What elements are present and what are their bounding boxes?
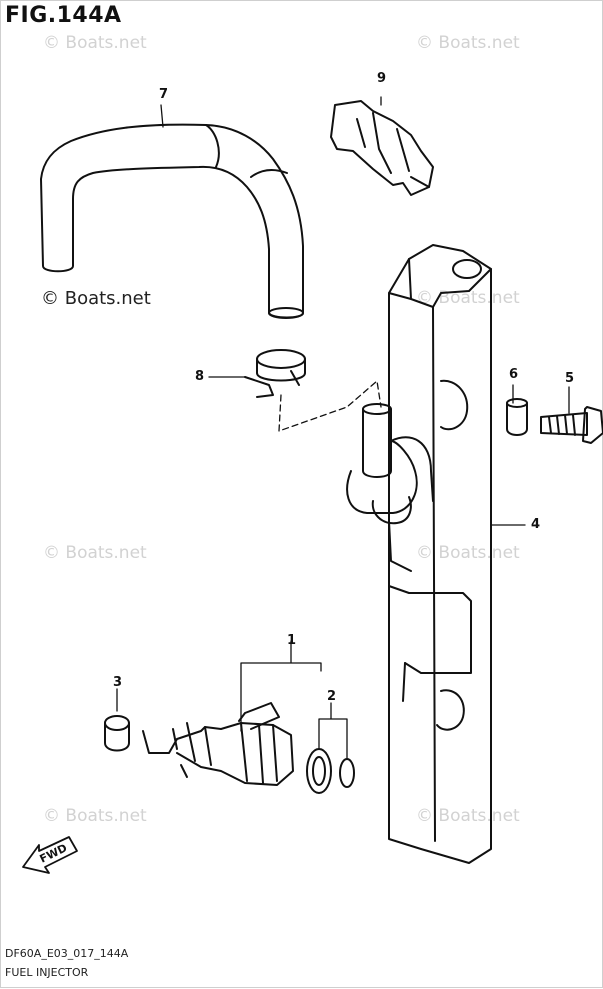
- watermark: © Boats.net: [416, 543, 520, 563]
- callout-4: 4: [531, 517, 541, 532]
- watermark: © Boats.net: [43, 33, 147, 53]
- watermark: © Boats.net: [416, 806, 520, 826]
- callout-9: 9: [377, 71, 387, 86]
- figure-title: FIG.144A: [5, 3, 122, 28]
- fwd-arrow-icon: [22, 836, 78, 874]
- callout-6: 6: [509, 367, 519, 382]
- watermark: © Boats.net: [43, 543, 147, 563]
- diagram-caption: FUEL INJECTOR: [5, 966, 89, 979]
- watermark: © Boats.net: [41, 288, 151, 309]
- clip-part-9: [330, 100, 434, 196]
- callout-3: 3: [113, 675, 123, 690]
- callout-7: 7: [159, 87, 169, 102]
- collar-part-6: [506, 398, 528, 436]
- injector-part-1: [142, 702, 294, 786]
- callout-5: 5: [565, 371, 575, 386]
- watermark: © Boats.net: [43, 806, 147, 826]
- fuel-rail-part-4: [388, 244, 492, 864]
- clamp-part-8: [244, 349, 306, 398]
- callout-8: 8: [195, 369, 205, 384]
- leader-lines: [116, 96, 570, 760]
- watermark: © Boats.net: [416, 33, 520, 53]
- hose-part-7: [40, 123, 304, 319]
- callout-1: 1: [287, 633, 297, 648]
- o-ring-part-2a: [306, 748, 332, 794]
- rail-nozzle: [346, 403, 434, 525]
- callout-2: 2: [327, 689, 337, 704]
- diagram-code: DF60A_E03_017_144A: [5, 947, 129, 960]
- seal-part-3: [104, 715, 130, 752]
- o-ring-part-2b: [339, 758, 355, 788]
- bolt-part-5: [540, 406, 603, 444]
